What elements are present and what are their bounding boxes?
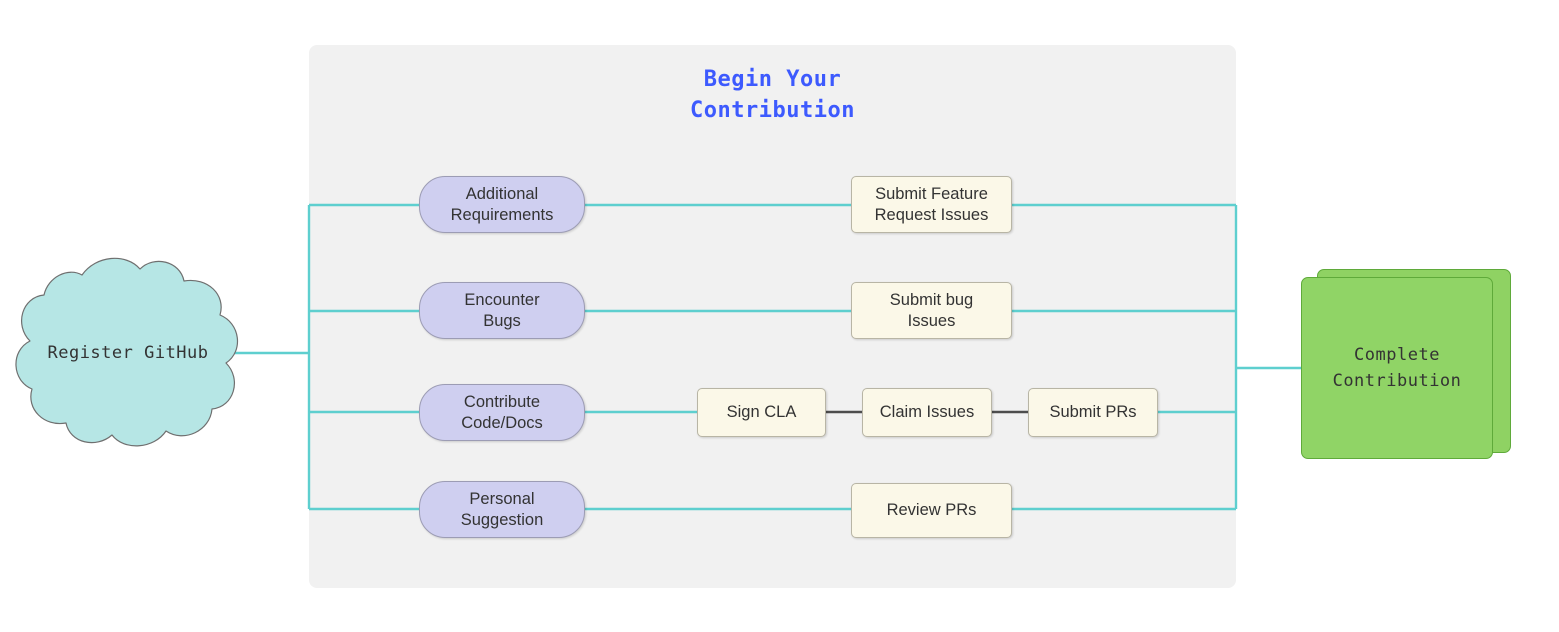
action-node-label: Submit Feature Request Issues — [874, 184, 989, 224]
trigger-node-contribute-code-docs[interactable]: Contribute Code/Docs — [419, 384, 585, 441]
trigger-node-label: Encounter Bugs — [464, 290, 540, 330]
action-node-label: Claim Issues — [879, 403, 975, 421]
start-node-label: Register GitHub — [47, 343, 209, 363]
action-node-submit-bug-issues[interactable]: Submit bug Issues — [851, 282, 1012, 339]
end-node-label: Complete Contribution — [1332, 345, 1462, 391]
action-node-review-prs[interactable]: Review PRs — [851, 483, 1012, 538]
trigger-node-label: Additional Requirements — [450, 184, 554, 224]
action-node-submit-prs[interactable]: Submit PRs — [1028, 388, 1158, 437]
action-node-submit-feature-request-issues[interactable]: Submit Feature Request Issues — [851, 176, 1012, 233]
trigger-node-additional-requirements[interactable]: Additional Requirements — [419, 176, 585, 233]
action-node-label: Sign CLA — [726, 403, 797, 421]
trigger-node-encounter-bugs[interactable]: Encounter Bugs — [419, 282, 585, 339]
action-node-label: Submit PRs — [1049, 403, 1137, 421]
page-title: Begin Your Contribution — [690, 67, 855, 123]
action-node-sign-cla[interactable]: Sign CLA — [697, 388, 826, 437]
action-node-label: Review PRs — [886, 501, 977, 519]
trigger-node-label: Contribute Code/Docs — [461, 392, 543, 432]
start-node-cloud[interactable] — [8, 247, 248, 459]
cloud-shape-icon — [15, 257, 239, 447]
trigger-node-personal-suggestion[interactable]: Personal Suggestion — [419, 481, 585, 538]
action-node-claim-issues[interactable]: Claim Issues — [862, 388, 992, 437]
trigger-node-label: Personal Suggestion — [460, 489, 544, 529]
action-node-label: Submit bug Issues — [889, 290, 974, 330]
end-node-complete-contribution[interactable]: Complete Contribution — [1301, 277, 1493, 459]
